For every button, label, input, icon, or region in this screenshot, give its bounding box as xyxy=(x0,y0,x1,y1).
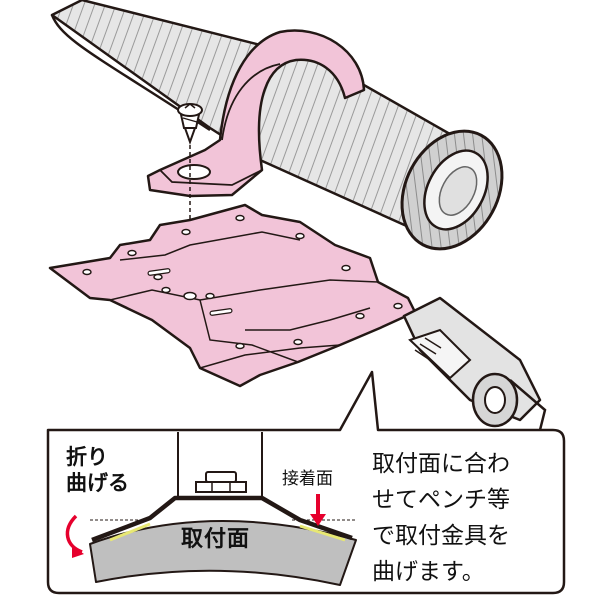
curved-arrow-icon xyxy=(65,514,83,554)
mounting-bracket xyxy=(48,203,417,388)
instruction-line: せてペンチ等 xyxy=(372,487,510,513)
pliers-icon xyxy=(402,296,547,431)
bracket-cross-section xyxy=(90,432,356,543)
instruction-line: 曲げます。 xyxy=(372,559,485,585)
instruction-text: 取付面に合わ せてペンチ等 で取付金具を 曲げます。 xyxy=(372,446,562,590)
instruction-line: で取付金具を xyxy=(372,523,510,549)
saddle-clamp xyxy=(146,29,366,198)
fold-label: 折り 曲げる xyxy=(66,444,129,496)
down-arrow-icon xyxy=(310,494,326,526)
fold-label-line-2: 曲げる xyxy=(66,471,129,495)
corrugated-hose xyxy=(50,0,504,251)
mounting-surface-label: 取付面 xyxy=(181,527,251,552)
adhesive-surface-label: 接着面 xyxy=(282,469,333,489)
curved-arrow-head xyxy=(72,546,84,558)
screw-icon xyxy=(177,103,203,145)
mounting-surface xyxy=(89,519,357,586)
fold-label-line-1: 折り xyxy=(66,445,108,469)
instruction-line: 取付面に合わ xyxy=(372,451,510,477)
